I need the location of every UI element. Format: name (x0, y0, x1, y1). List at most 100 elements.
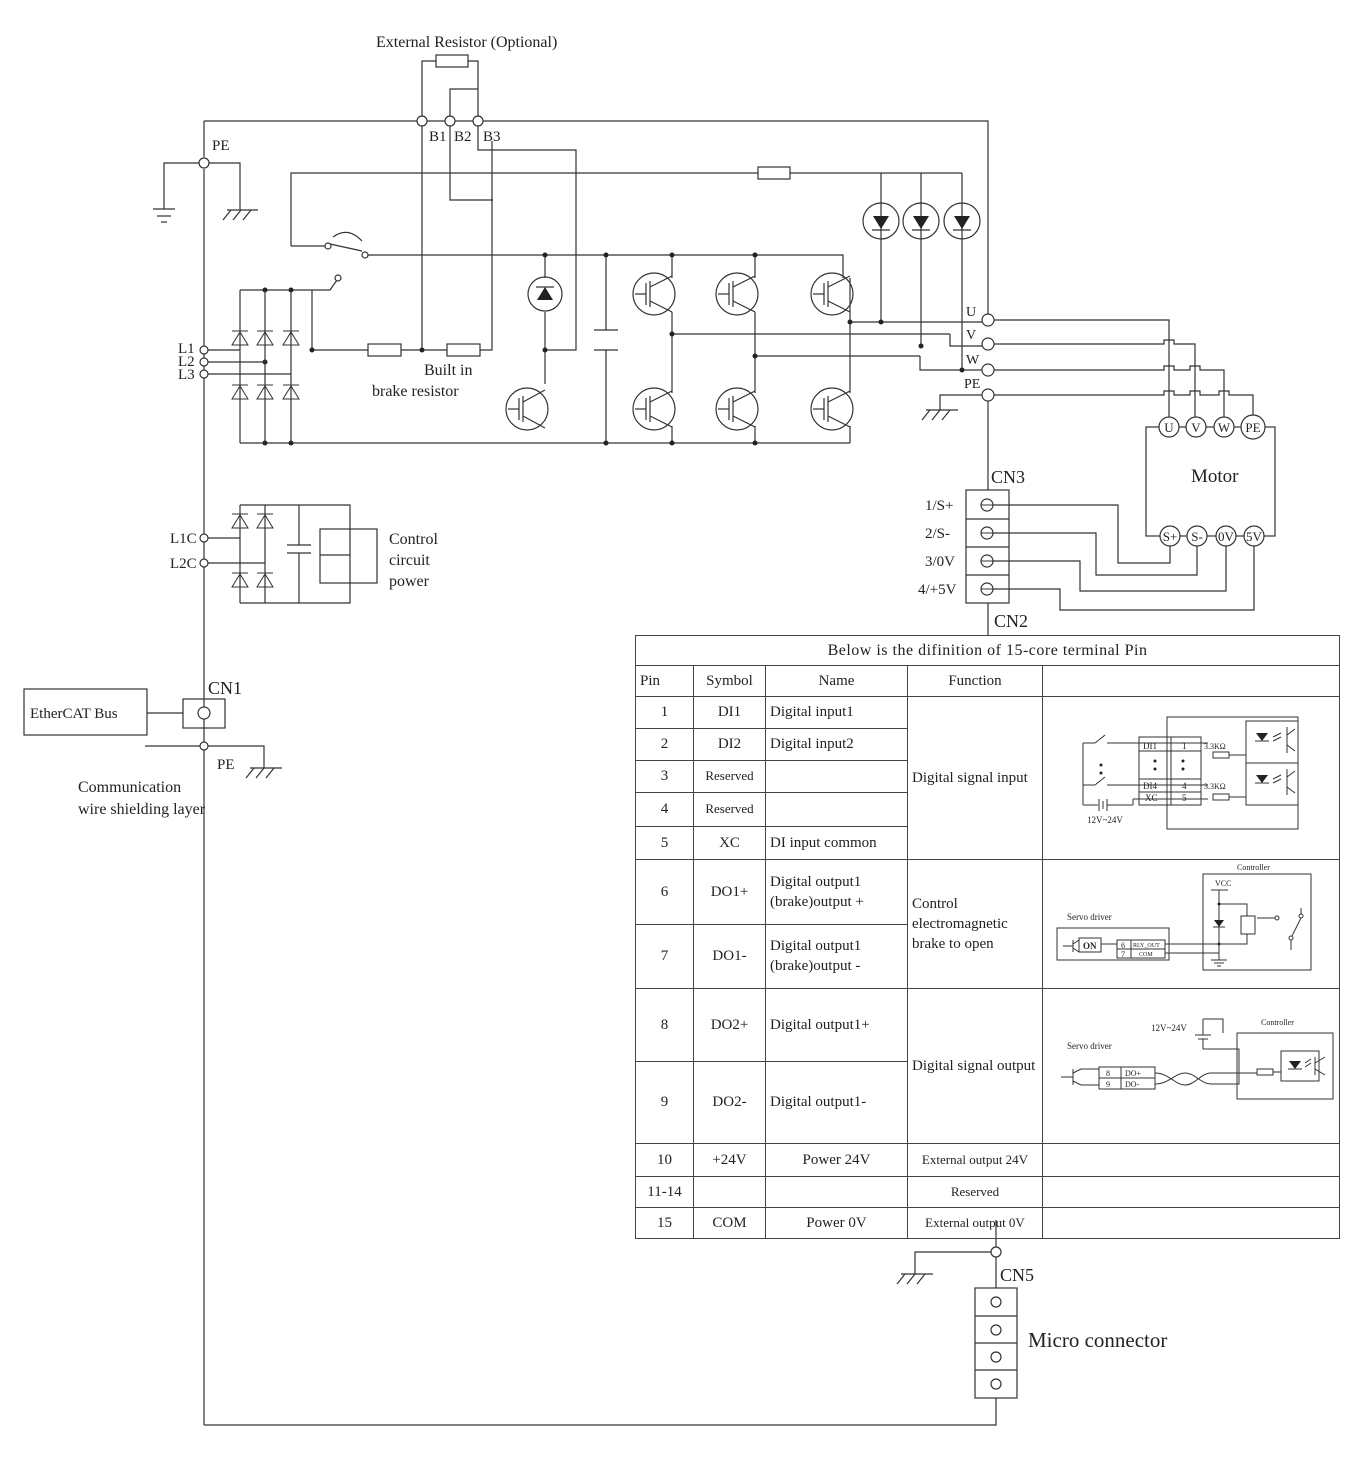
name-cell: Digital output1 (brake)output - (765, 923, 908, 989)
input-circuit-figure: DI1 DI4 XC 1 4 5 12V~24V 3.3KΩ 3.3KΩ (1041, 696, 1341, 860)
output-terminals (921, 313, 1254, 490)
name-cell (765, 791, 908, 827)
name-cell: Digital output1+ (765, 988, 908, 1062)
fig-vcc: VCC (1215, 879, 1231, 888)
v-label: V (966, 328, 976, 343)
table-row: 7 DO1- Digital output1 (brake)output - (635, 923, 1340, 989)
header-function: Function (907, 665, 1043, 697)
svg-text:U: U (1164, 420, 1174, 435)
name-cell: Digital input2 (765, 727, 908, 761)
table-title: Below is the difinition of 15-core termi… (634, 635, 1341, 666)
motor-terminal-labels: U V W PE S+ S- 0V 5V (1163, 420, 1263, 544)
name-cell: Digital output1- (765, 1060, 908, 1145)
figure-blank (1041, 1176, 1341, 1208)
l3-label: L3 (178, 367, 195, 383)
pe-cn1-label: PE (217, 757, 235, 773)
b2-label: B2 (454, 129, 472, 145)
pin-cell: 1 (635, 696, 694, 729)
fig-r2: 3.3KΩ (1204, 782, 1226, 791)
pin-cell: 10 (635, 1143, 694, 1177)
function-reserved: Reserved (907, 1176, 1043, 1208)
function-digital-input: Digital signal input (907, 696, 1043, 860)
fig-n5: 5 (1182, 793, 1187, 803)
motor-label: Motor (1191, 466, 1239, 487)
header-blank (1041, 665, 1341, 697)
function-brake: Control electromagnetic brake to open (907, 859, 1043, 989)
fig-di1: DI1 (1143, 741, 1157, 751)
cn2-label: CN2 (994, 611, 1028, 631)
table-row: 3 Reserved (635, 759, 1340, 793)
l2-label: L2 (178, 354, 195, 370)
fig-n4: 4 (1182, 781, 1187, 791)
cn5-label: CN5 (1000, 1265, 1034, 1285)
fig-out-supply: 12V~24V (1151, 1023, 1187, 1033)
figure-blank (1041, 1207, 1341, 1239)
table-row: 2 DI2 Digital input2 (635, 727, 1340, 761)
micro-connector-label: Micro connector (1028, 1328, 1167, 1352)
pin-cell: 3 (635, 759, 694, 793)
external-resistor-label: External Resistor (Optional) (376, 34, 557, 51)
fig-supply: 12V~24V (1087, 815, 1123, 825)
name-cell: Digital output1 (brake)output + (765, 859, 908, 925)
table-row: 1 DI1 Digital input1 Digital signal inpu… (635, 696, 1341, 860)
pin-cell: 15 (635, 1207, 694, 1239)
igbt-upper (632, 272, 854, 316)
cn3-pin-3: 3/0V (925, 554, 955, 570)
name-cell: Power 0V (765, 1207, 908, 1239)
u-label: U (966, 305, 976, 320)
cn1-connector (23, 688, 282, 779)
pin-definition-table: Below is the difinition of 15-core termi… (634, 635, 1341, 1239)
figure-blank (1041, 1143, 1341, 1177)
table-row: 15 COM Power 0V External output 0V (635, 1207, 1341, 1239)
fig-out-servo: Servo driver (1067, 1041, 1112, 1051)
svg-text:W: W (1218, 420, 1231, 435)
function-digital-output: Digital signal output (907, 988, 1043, 1144)
symbol-cell: DO1- (693, 923, 766, 989)
igbt-lower (632, 387, 854, 431)
cn3-connector (965, 489, 1255, 636)
main-wiring (240, 126, 983, 444)
table-row: 6 DO1+ Digital output1 (brake)output + C… (635, 859, 1341, 989)
builtin-label-1: Built in (424, 362, 472, 379)
function-ext0: External output 0V (907, 1207, 1043, 1239)
pin-cell: 11-14 (635, 1176, 694, 1208)
fig-r1: 3.3KΩ (1204, 742, 1226, 751)
input-rectifier (199, 290, 300, 443)
symbol-cell: DI2 (693, 727, 766, 761)
fig-n1: 1 (1182, 741, 1187, 751)
svg-text:PE: PE (1245, 420, 1260, 435)
fig-out-controller: Controller (1261, 1018, 1294, 1027)
pin-cell: 6 (635, 859, 694, 925)
symbol-cell: +24V (693, 1143, 766, 1177)
control-label-3: power (389, 573, 430, 590)
fig-on: ON (1083, 941, 1097, 951)
brake-circuit-figure: Controller VCC Servo driver ON (1041, 859, 1341, 989)
shield-label-1: Communication (78, 779, 181, 796)
brake-diode (527, 276, 563, 312)
pin-cell: 2 (635, 727, 694, 761)
b3-label: B3 (483, 129, 501, 145)
external-resistor (421, 54, 479, 116)
pin-cell: 8 (635, 988, 694, 1062)
svg-text:V: V (1191, 420, 1201, 435)
control-power-circuit (199, 504, 378, 604)
table-row: 9 DO2- Digital output1- (635, 1060, 1340, 1145)
fig-servo-driver: Servo driver (1067, 912, 1112, 922)
symbol-cell: Reserved (693, 759, 766, 793)
l1c-label: L1C (170, 531, 197, 547)
brake-terminals (416, 115, 484, 127)
pin-cell: 5 (635, 825, 694, 861)
cn1-label: CN1 (208, 678, 242, 698)
function-ext24: External output 24V (907, 1143, 1043, 1177)
fig-rly: RLY_OUT (1133, 943, 1160, 949)
cn3-label: CN3 (991, 467, 1025, 487)
pin-cell: 7 (635, 923, 694, 989)
flywheel-diodes (862, 202, 981, 240)
svg-text:5V: 5V (1246, 529, 1263, 544)
builtin-label-2: brake resistor (372, 383, 459, 400)
symbol-cell (693, 1176, 766, 1208)
name-cell (765, 759, 908, 793)
table-row: 11-14 Reserved (635, 1176, 1341, 1208)
pe-ground-top (153, 157, 258, 223)
